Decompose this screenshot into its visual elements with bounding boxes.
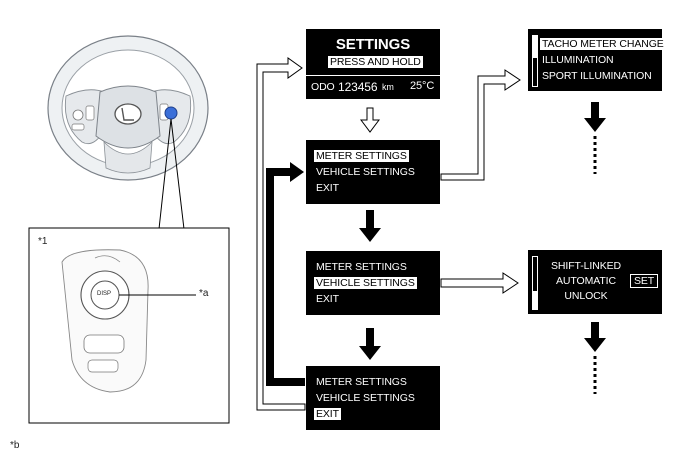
steering-wheel-illustration xyxy=(47,35,209,181)
vehicle-line-2: AUTOMATIC xyxy=(556,275,616,287)
black-down-arrow-1 xyxy=(359,210,381,242)
submenu-item-tacho: TACHO METER CHANGE xyxy=(540,38,666,50)
vehicle-submenu-screen: SHIFT-LINKED AUTOMATIC UNLOCK SET xyxy=(528,250,662,314)
menu2-item-meter: METER SETTINGS xyxy=(316,261,407,273)
disp-button-text: DISP xyxy=(97,291,112,297)
label-star-b: *b xyxy=(10,440,20,451)
menu-screen-meter-selected: METER SETTINGS VEHICLE SETTINGS EXIT xyxy=(306,140,440,204)
menu1-item-vehicle: VEHICLE SETTINGS xyxy=(316,166,415,178)
meter-submenu-screen: TACHO METER CHANGE ILLUMINATION SPORT IL… xyxy=(528,29,666,91)
settings-title: SETTINGS xyxy=(335,36,411,53)
menu3-item-exit: EXIT xyxy=(314,408,341,420)
label-star-a: *a xyxy=(199,288,209,299)
black-down-arrow-vehicle xyxy=(584,322,606,352)
menu-screen-vehicle-selected: METER SETTINGS VEHICLE SETTINGS EXIT xyxy=(306,251,440,315)
set-indicator: SET xyxy=(630,274,659,288)
temperature: 25°C xyxy=(410,80,435,92)
vehicle-line-1: SHIFT-LINKED xyxy=(551,260,621,272)
black-down-arrow-2 xyxy=(359,328,381,360)
settings-screen: SETTINGS PRESS AND HOLD ODO 123456 km 25… xyxy=(306,29,440,99)
scrollbar xyxy=(532,256,538,310)
odo-label: ODO xyxy=(311,81,335,93)
menu1-item-exit: EXIT xyxy=(316,182,339,194)
vehicle-line-3: UNLOCK xyxy=(564,290,608,302)
odo-unit: km xyxy=(382,82,394,92)
outline-right-arrow-meter xyxy=(440,69,521,181)
submenu-item-illumination: ILLUMINATION xyxy=(542,54,614,66)
menu1-item-meter: METER SETTINGS xyxy=(314,150,409,162)
outline-right-arrow-vehicle xyxy=(440,272,519,294)
menu2-item-vehicle: VEHICLE SETTINGS xyxy=(314,277,417,289)
menu-screen-exit-selected: METER SETTINGS VEHICLE SETTINGS EXIT xyxy=(306,366,440,430)
menu2-item-exit: EXIT xyxy=(316,293,339,305)
label-star-1: *1 xyxy=(38,236,48,247)
menu3-item-meter: METER SETTINGS xyxy=(316,376,407,388)
black-loop-arrow xyxy=(266,162,305,386)
disp-switch-closeup xyxy=(61,249,149,393)
black-down-arrow-meter xyxy=(584,102,606,132)
menu3-item-vehicle: VEHICLE SETTINGS xyxy=(316,392,415,404)
outline-loop-arrow xyxy=(256,57,306,411)
outline-down-arrow xyxy=(360,107,380,133)
submenu-item-sport-illumination: SPORT ILLUMINATION xyxy=(542,70,652,82)
disp-button-highlight xyxy=(164,106,178,120)
settings-subtitle: PRESS AND HOLD xyxy=(328,56,423,68)
scrollbar xyxy=(532,35,538,87)
odo-value: 123456 xyxy=(338,80,378,94)
